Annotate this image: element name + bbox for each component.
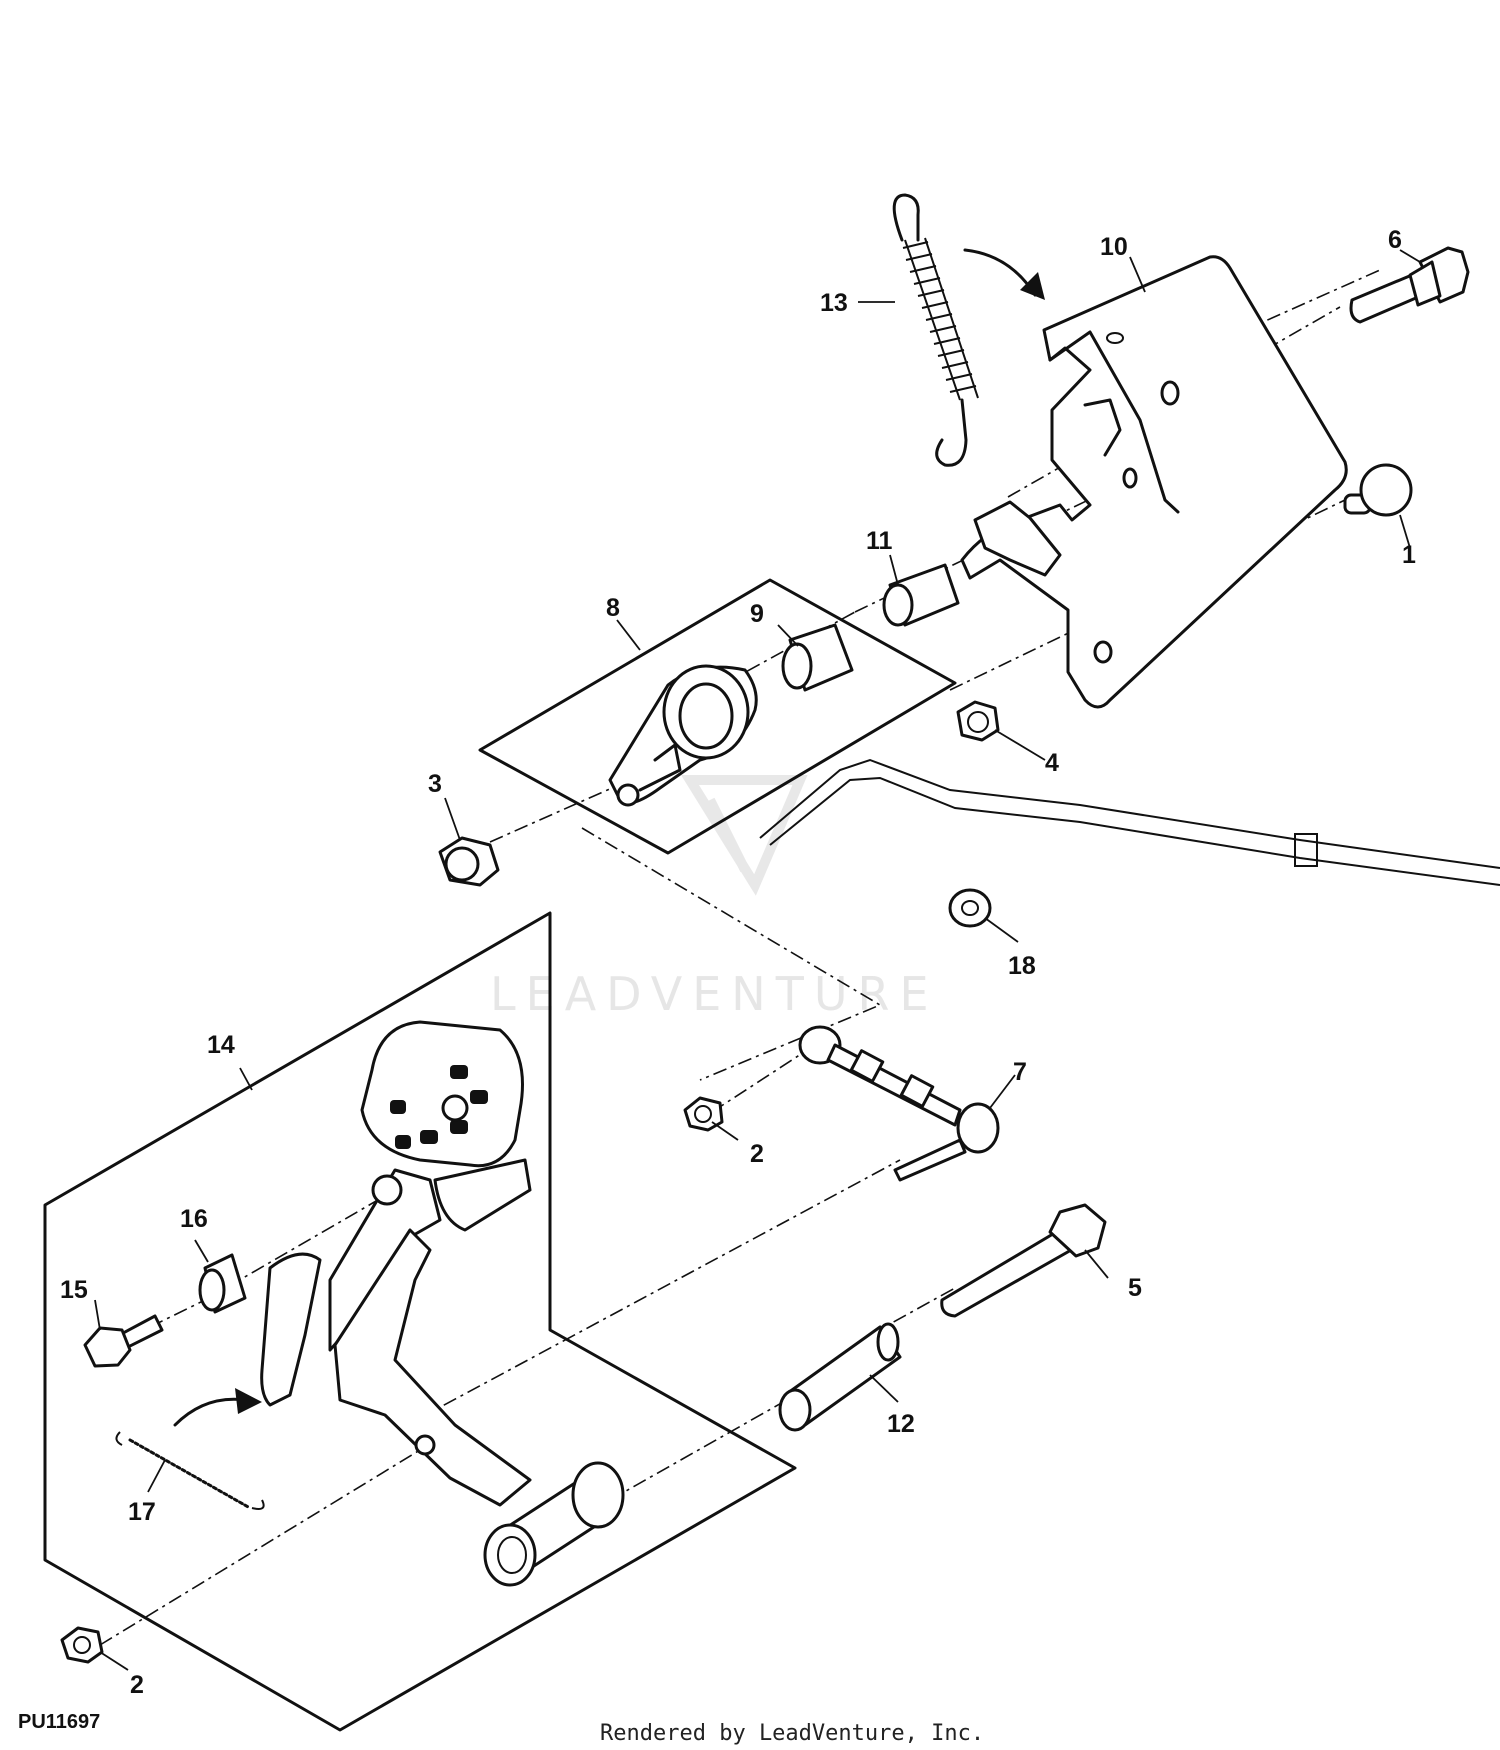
figure-id: PU11697 [18, 1711, 100, 1733]
nut-part-3 [438, 836, 500, 887]
callout-18: 18 [1008, 952, 1036, 980]
sleeve-part-12 [778, 1322, 902, 1432]
spring-part-17 [115, 1388, 265, 1510]
nut-part-4 [956, 700, 1000, 742]
bolt-part-5 [940, 1203, 1107, 1318]
callout-2-upper: 2 [750, 1140, 764, 1168]
callout-17: 17 [128, 1498, 156, 1526]
bolt-part-15 [83, 1314, 164, 1368]
callout-2-lower: 2 [130, 1671, 144, 1699]
leader-lines [94, 249, 1421, 1671]
spacer-part-11 [882, 563, 960, 627]
callout-6: 6 [1388, 226, 1402, 254]
washer-part-18 [948, 888, 992, 928]
spring-part-13 [892, 193, 1045, 467]
pivot-part-8 [608, 664, 758, 807]
callout-3: 3 [428, 770, 442, 798]
nut-part-2-lower [60, 1626, 104, 1664]
callout-12: 12 [887, 1410, 915, 1438]
callout-4: 4 [1045, 749, 1059, 777]
watermark-text: LEADVENTURE [490, 967, 939, 1021]
bracket-part-10 [960, 255, 1348, 709]
callout-13: 13 [820, 289, 848, 317]
callout-15: 15 [60, 1276, 88, 1304]
callout-11: 11 [866, 527, 893, 555]
render-credit: Rendered by LeadVenture, Inc. [600, 1721, 984, 1746]
callout-16: 16 [180, 1205, 208, 1233]
callout-9: 9 [750, 600, 764, 628]
leadventure-watermark: LEADVENTURE [490, 775, 939, 1021]
callout-14: 14 [207, 1031, 235, 1059]
cable [759, 758, 1500, 886]
bushing-part-16 [198, 1253, 247, 1314]
bolt-part-6 [1349, 246, 1470, 324]
callout-1: 1 [1402, 541, 1416, 569]
knob-part-1 [1343, 463, 1413, 517]
pedal-part-14 [260, 1020, 625, 1587]
rod-part-7 [798, 1025, 1000, 1182]
callout-box-14 [43, 911, 797, 1732]
callout-5: 5 [1128, 1274, 1142, 1302]
bushing-part-9 [781, 623, 854, 692]
callout-labels: 1 2 2 3 4 5 6 7 8 9 10 11 12 13 14 15 16… [60, 226, 1416, 1699]
callout-10: 10 [1100, 233, 1128, 261]
callout-7: 7 [1013, 1058, 1027, 1086]
callout-box-8 [478, 578, 957, 855]
callout-8: 8 [606, 594, 620, 622]
